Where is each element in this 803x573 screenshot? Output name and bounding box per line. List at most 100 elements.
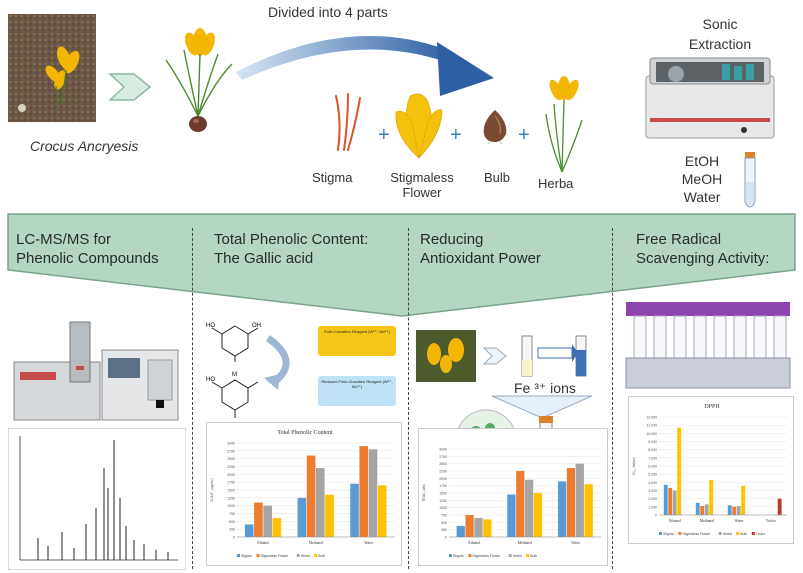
legend-swatch xyxy=(659,532,662,535)
y-tick-label: 10,000 xyxy=(646,432,657,436)
bar-herba xyxy=(316,468,325,537)
y-tick-label: 1,000 xyxy=(648,505,657,509)
flow-arrow-1 xyxy=(108,72,152,102)
svg-text:HO: HO xyxy=(206,323,215,329)
bar-stigmaless-flower xyxy=(254,502,263,537)
y-tick-label: 8,000 xyxy=(648,448,657,452)
y-tick-label: 1000 xyxy=(439,506,447,510)
bar-stigma xyxy=(695,502,700,515)
bar-herba xyxy=(704,504,709,515)
y-tick-label: 4,000 xyxy=(648,481,657,485)
bar-stigma xyxy=(507,494,516,537)
y-axis-label: G.A.E. (ug/mL) xyxy=(210,478,214,501)
y-tick-label: 7,000 xyxy=(648,456,657,460)
x-tick-label: Water xyxy=(364,541,374,545)
plus-sign-2: + xyxy=(450,124,462,146)
bar-herba xyxy=(525,479,534,537)
curved-arrow xyxy=(232,22,502,102)
bar-herba xyxy=(575,463,584,537)
legend-label: Stigma xyxy=(241,554,252,558)
part-label-stigma: Stigma xyxy=(312,170,353,185)
bar-stigma xyxy=(727,505,732,515)
crocus-field-photo xyxy=(8,14,96,122)
panel-divider-1 xyxy=(192,228,193,569)
y-tick-label: 6,000 xyxy=(648,465,657,469)
crocus-flowers-photo xyxy=(416,330,476,382)
y-tick-label: 0 xyxy=(233,536,235,540)
fe-ions-label: Fe ³⁺ ions xyxy=(514,380,576,396)
y-tick-label: 0 xyxy=(445,536,447,540)
legend-label: Herba xyxy=(301,554,310,558)
y-tick-label: 750 xyxy=(441,514,447,518)
y-tick-label: 500 xyxy=(441,521,447,525)
bar-bulb xyxy=(677,427,682,515)
y-tick-label: 1250 xyxy=(227,496,235,500)
bar-stigmaless-flower xyxy=(516,471,525,537)
x-tick-label: Ethanol xyxy=(257,541,269,545)
bar-trolox xyxy=(777,498,782,515)
legend-swatch xyxy=(736,532,740,535)
bar-bulb xyxy=(741,485,746,515)
bar-bulb xyxy=(272,518,282,537)
legend-swatch xyxy=(296,554,300,557)
y-tick-label: 750 xyxy=(229,512,235,516)
bulb-illustration xyxy=(478,108,512,145)
y-tick-label: 2250 xyxy=(227,465,235,469)
svg-text:HO: HO xyxy=(206,377,215,383)
bar-stigmaless-flower xyxy=(566,468,576,537)
solvents-label: EtOH MeOH Water xyxy=(681,153,723,205)
plant-name-label: Crocus Ancryesis xyxy=(30,138,139,154)
bar-stigma xyxy=(557,481,567,537)
legend-swatch xyxy=(526,554,530,557)
stigmaless-flower-illustration xyxy=(388,88,450,160)
folin-reagent-card: Folin-Ciocalteu Reagent (W⁶⁺, Mo⁶⁺) xyxy=(318,326,396,356)
method-band xyxy=(0,210,803,320)
y-tick-label: 1250 xyxy=(439,499,447,503)
reaction-curve-arrow xyxy=(262,334,302,390)
y-tick-label: 2000 xyxy=(439,477,447,481)
dpph-tubes-illustration xyxy=(622,296,794,392)
bar-stigma xyxy=(663,484,668,515)
legend-label: Herba xyxy=(513,554,522,558)
y-tick-label: 2500 xyxy=(227,457,235,461)
x-tick-label: Ethanol xyxy=(468,541,480,545)
crocus-plant-illustration xyxy=(160,20,240,138)
chart-title: Total Phenolic Content xyxy=(277,430,333,436)
bar-bulb xyxy=(377,485,387,537)
y-tick-label: 1000 xyxy=(227,504,235,508)
y-axis-label: TEAC (uM) xyxy=(422,484,426,502)
bar-herba xyxy=(672,490,677,515)
x-tick-label: Water xyxy=(735,519,745,523)
y-tick-label: 2500 xyxy=(439,462,447,466)
legend-label: Bulb xyxy=(740,532,747,536)
y-tick-label: 3,000 xyxy=(648,489,657,493)
frap-chevron xyxy=(482,346,508,366)
legend-swatch xyxy=(508,554,512,557)
y-axis-label: IC₅₀ Values xyxy=(632,457,636,475)
bar-stigma xyxy=(456,525,465,537)
bar-stigmaless-flower xyxy=(700,506,705,515)
part-label-stigmaless-flower: Stigmaless Flower xyxy=(390,170,454,200)
legend-label: Stigma xyxy=(453,554,464,558)
part-label-bulb: Bulb xyxy=(484,170,511,185)
herba-illustration xyxy=(540,74,586,174)
bar-bulb xyxy=(709,479,714,515)
y-tick-label: 1500 xyxy=(439,492,447,496)
legend-swatch xyxy=(449,554,452,557)
part-label-herba: Herba xyxy=(538,176,574,191)
y-tick-label: 3000 xyxy=(227,442,235,446)
ultrasonic-bath-illustration xyxy=(640,54,780,142)
x-tick-label: Methanol xyxy=(518,541,533,545)
bar-stigmaless-flower xyxy=(359,446,369,537)
y-tick-label: 2750 xyxy=(227,449,235,453)
legend-label: Stigmaless Flower xyxy=(472,554,501,558)
stigma-illustration xyxy=(330,92,364,152)
bar-herba xyxy=(736,506,741,515)
x-tick-label: Water xyxy=(571,541,581,545)
bar-bulb xyxy=(533,493,543,537)
panel-title-dpph: Free Radical Scavenging Activity: xyxy=(636,231,770,267)
legend-swatch xyxy=(256,554,260,557)
panel-title-tpc: Total Phenolic Content: The Gallic acid xyxy=(214,231,369,267)
